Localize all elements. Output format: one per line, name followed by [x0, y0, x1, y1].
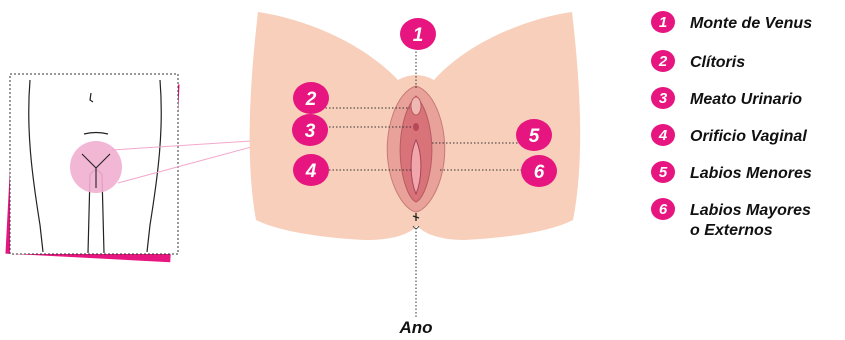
legend-num-2: 2 — [658, 53, 668, 70]
marker-3: 3 — [292, 114, 328, 146]
marker-6: 6 — [521, 155, 557, 187]
marker-1-label: 1 — [413, 25, 424, 46]
legend-item-5: 5 Labios Menores — [651, 161, 812, 183]
legend-item-1: 1 Monte de Venus — [651, 11, 812, 33]
marker-2: 2 — [293, 82, 329, 114]
marker-4: 4 — [293, 154, 329, 186]
legend-item-6: 6 Labios Mayores o Externos — [651, 198, 811, 239]
ano-label: Ano — [398, 318, 432, 337]
legend-item-2: 2 Clítoris — [651, 50, 745, 72]
legend-label-4: Orificio Vaginal — [690, 128, 807, 145]
legend-num-5: 5 — [659, 164, 668, 181]
legend-label-6a: Labios Mayores — [690, 202, 811, 219]
body-inset — [5, 74, 179, 262]
marker-3-label: 3 — [305, 121, 316, 142]
marker-4-label: 4 — [305, 161, 317, 182]
legend-label-2: Clítoris — [690, 54, 745, 71]
legend-num-4: 4 — [658, 127, 668, 144]
legend-num-3: 3 — [659, 90, 668, 107]
legend-label-5: Labios Menores — [690, 165, 812, 182]
marker-6-label: 6 — [534, 162, 545, 183]
legend-label-3: Meato Urinario — [690, 91, 802, 108]
legend: 1 Monte de Venus 2 Clítoris 3 Meato Urin… — [651, 11, 812, 239]
legend-item-3: 3 Meato Urinario — [651, 87, 802, 109]
legend-label-1: Monte de Venus — [690, 15, 812, 32]
legend-num-6: 6 — [659, 201, 668, 218]
legend-item-4: 4 Orificio Vaginal — [651, 124, 807, 146]
marker-1: 1 — [400, 18, 436, 50]
marker-5-label: 5 — [529, 126, 540, 147]
marker-5: 5 — [516, 119, 552, 151]
legend-num-1: 1 — [659, 14, 667, 31]
legend-label-6b: o Externos — [690, 222, 773, 239]
marker-2-label: 2 — [305, 89, 317, 110]
urethra-shape — [413, 123, 419, 131]
clitoris-shape — [411, 97, 421, 115]
